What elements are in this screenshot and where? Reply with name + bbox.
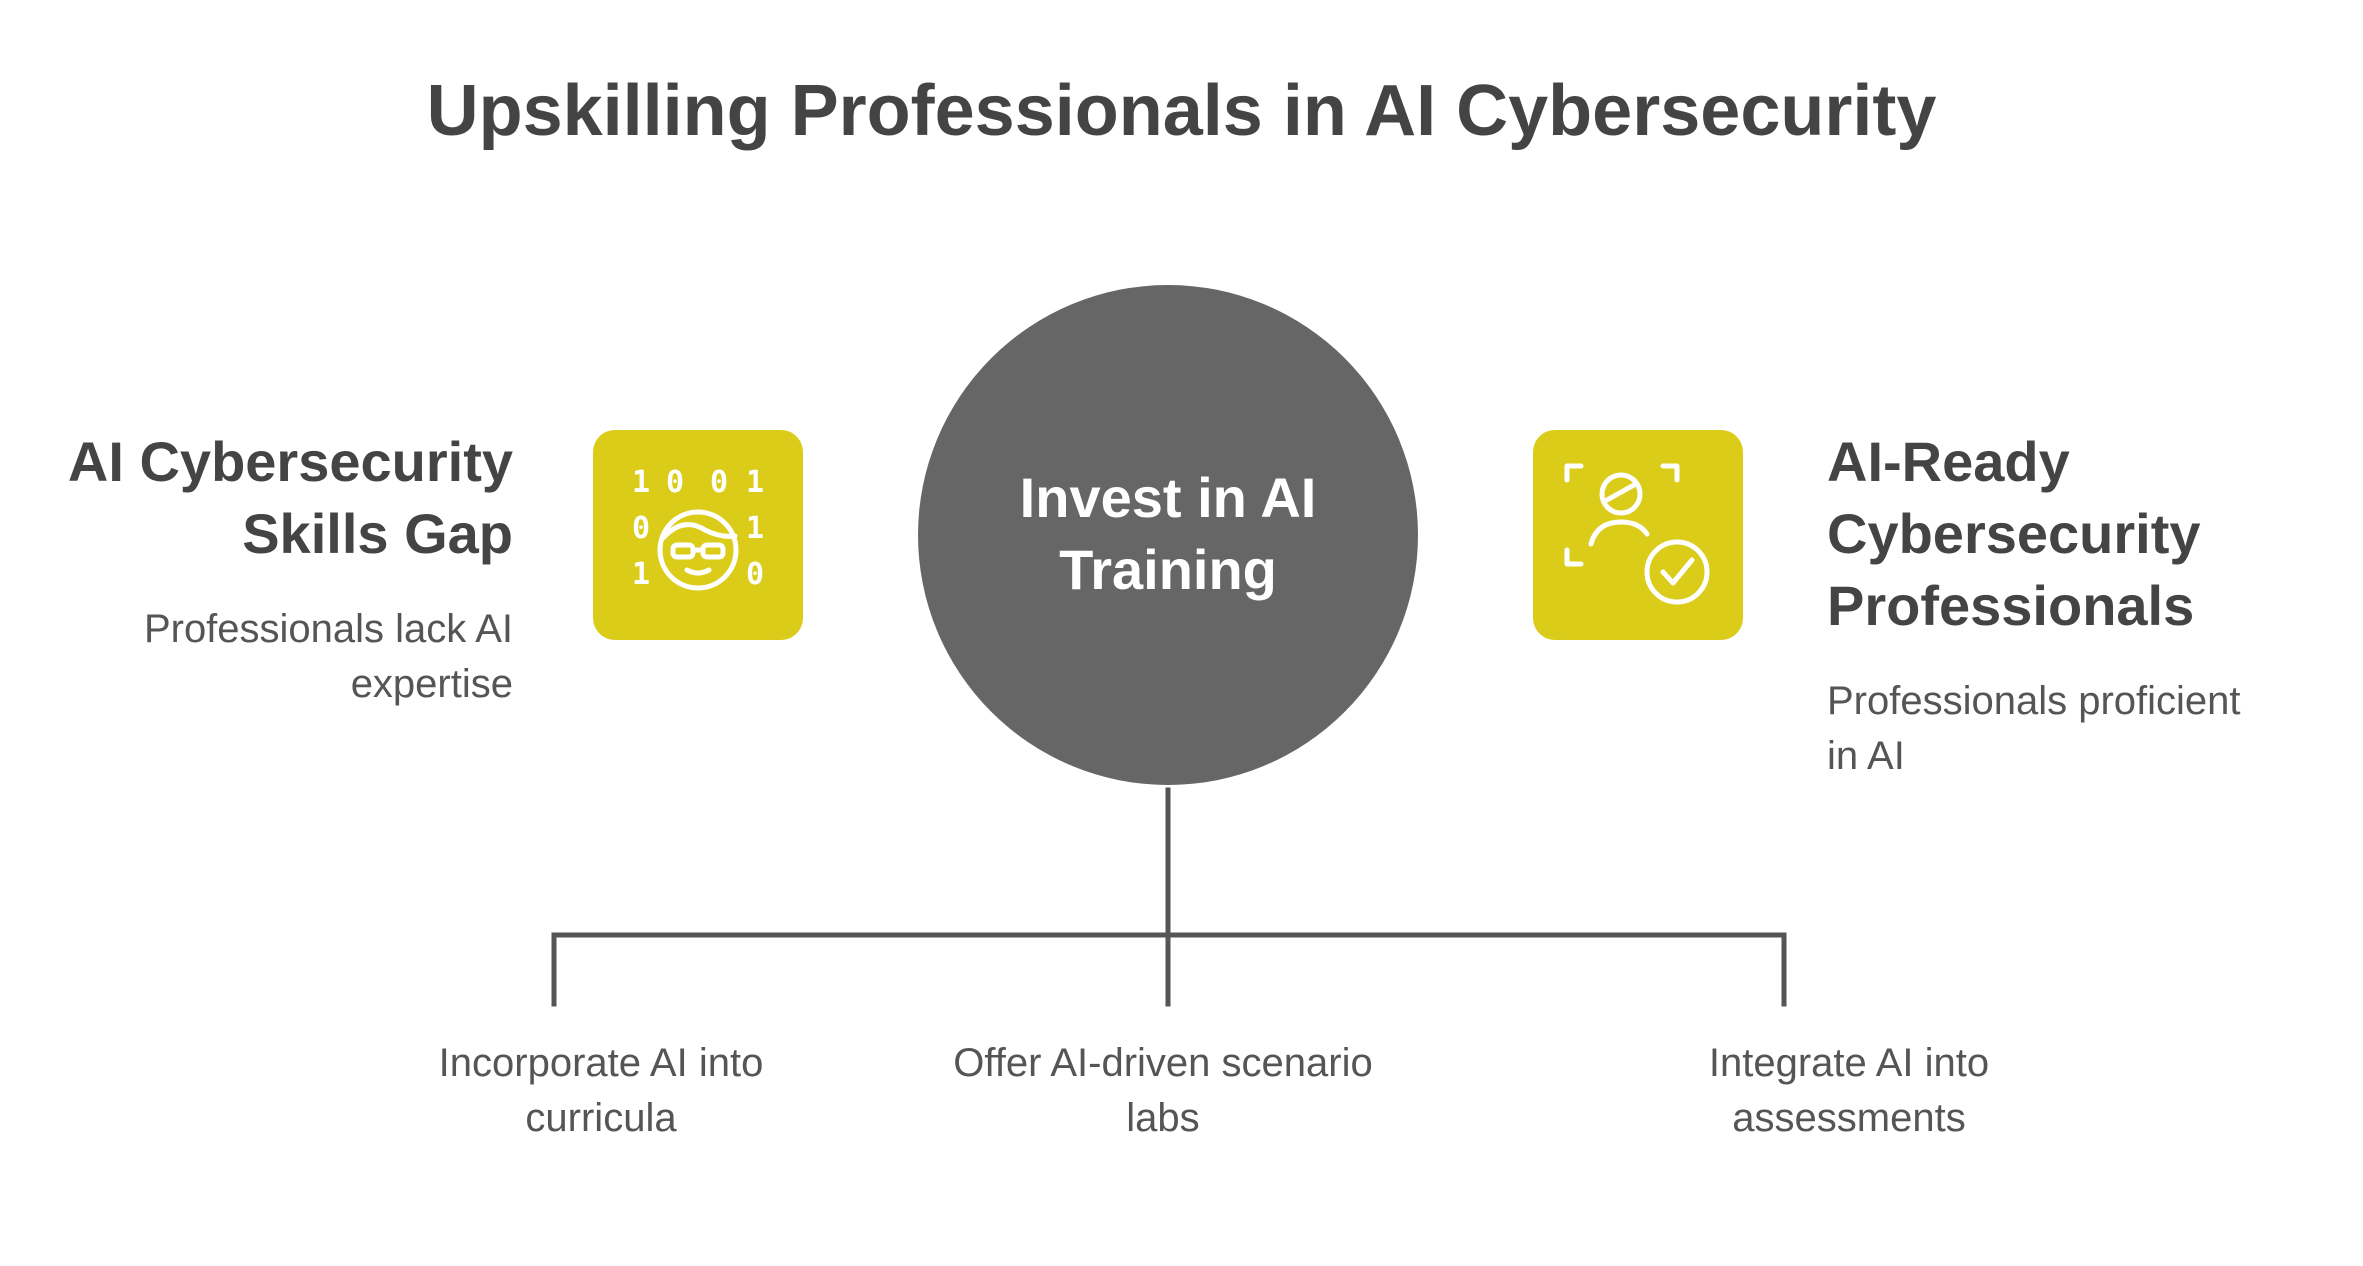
problem-heading-line-2: Skills Gap [242,502,513,565]
binary-digit: 0 [632,511,650,546]
central-hub-label: Invest in AI Training [948,462,1388,606]
outcome-heading-line-3: Professionals [1827,574,2195,637]
outcome-heading: AI-Ready Cybersecurity Professionals [1827,426,2347,642]
binary-person-icon: 1 0 0 1 0 1 1 0 [593,430,803,640]
central-hub-circle [918,285,1418,785]
step-scenario-labs: Offer AI-driven scenario labs [903,1036,1423,1146]
outcome-description-line-1: Professionals proficient [1827,679,2241,723]
binary-digit: 1 [632,465,650,500]
problem-heading: AI Cybersecurity Skills Gap [0,426,513,570]
outcome-description: Professionals proficient in AI [1827,674,2347,784]
problem-description-line-1: Professionals lack AI [143,607,513,651]
binary-digit: 0 [710,465,728,500]
diagram-title: Upskilling Professionals in AI Cybersecu… [426,71,1937,151]
step-incorporate-curricula: Incorporate AI into curricula [341,1036,861,1146]
step-label-line-1: Incorporate AI into [438,1041,764,1085]
binary-digit: 1 [746,511,764,546]
central-hub-label-line-2: Training [1059,538,1277,601]
binary-digit: 0 [666,465,684,500]
outcome-heading-line-1: AI-Ready [1827,430,2070,493]
problem-description: Professionals lack AI expertise [0,602,513,712]
problem-heading-line-1: AI Cybersecurity [67,430,513,493]
step-integrate-assessments: Integrate AI into assessments [1589,1036,2109,1146]
step-label-line-1: Offer AI-driven scenario [953,1041,1373,1085]
binary-digit: 0 [746,557,764,592]
problem-description-line-2: expertise [350,662,513,706]
step-label-line-1: Integrate AI into [1708,1041,1990,1085]
verified-user-icon [1533,430,1743,640]
outcome-description-line-2: in AI [1827,734,1905,778]
step-label-line-2: assessments [1732,1096,1966,1140]
central-hub-label-line-1: Invest in AI [1019,466,1317,529]
binary-digit: 1 [746,465,764,500]
binary-digit: 1 [632,557,650,592]
step-label-line-2: labs [1126,1096,1200,1140]
outcome-heading-line-2: Cybersecurity [1827,502,2201,565]
step-label-line-2: curricula [525,1096,677,1140]
